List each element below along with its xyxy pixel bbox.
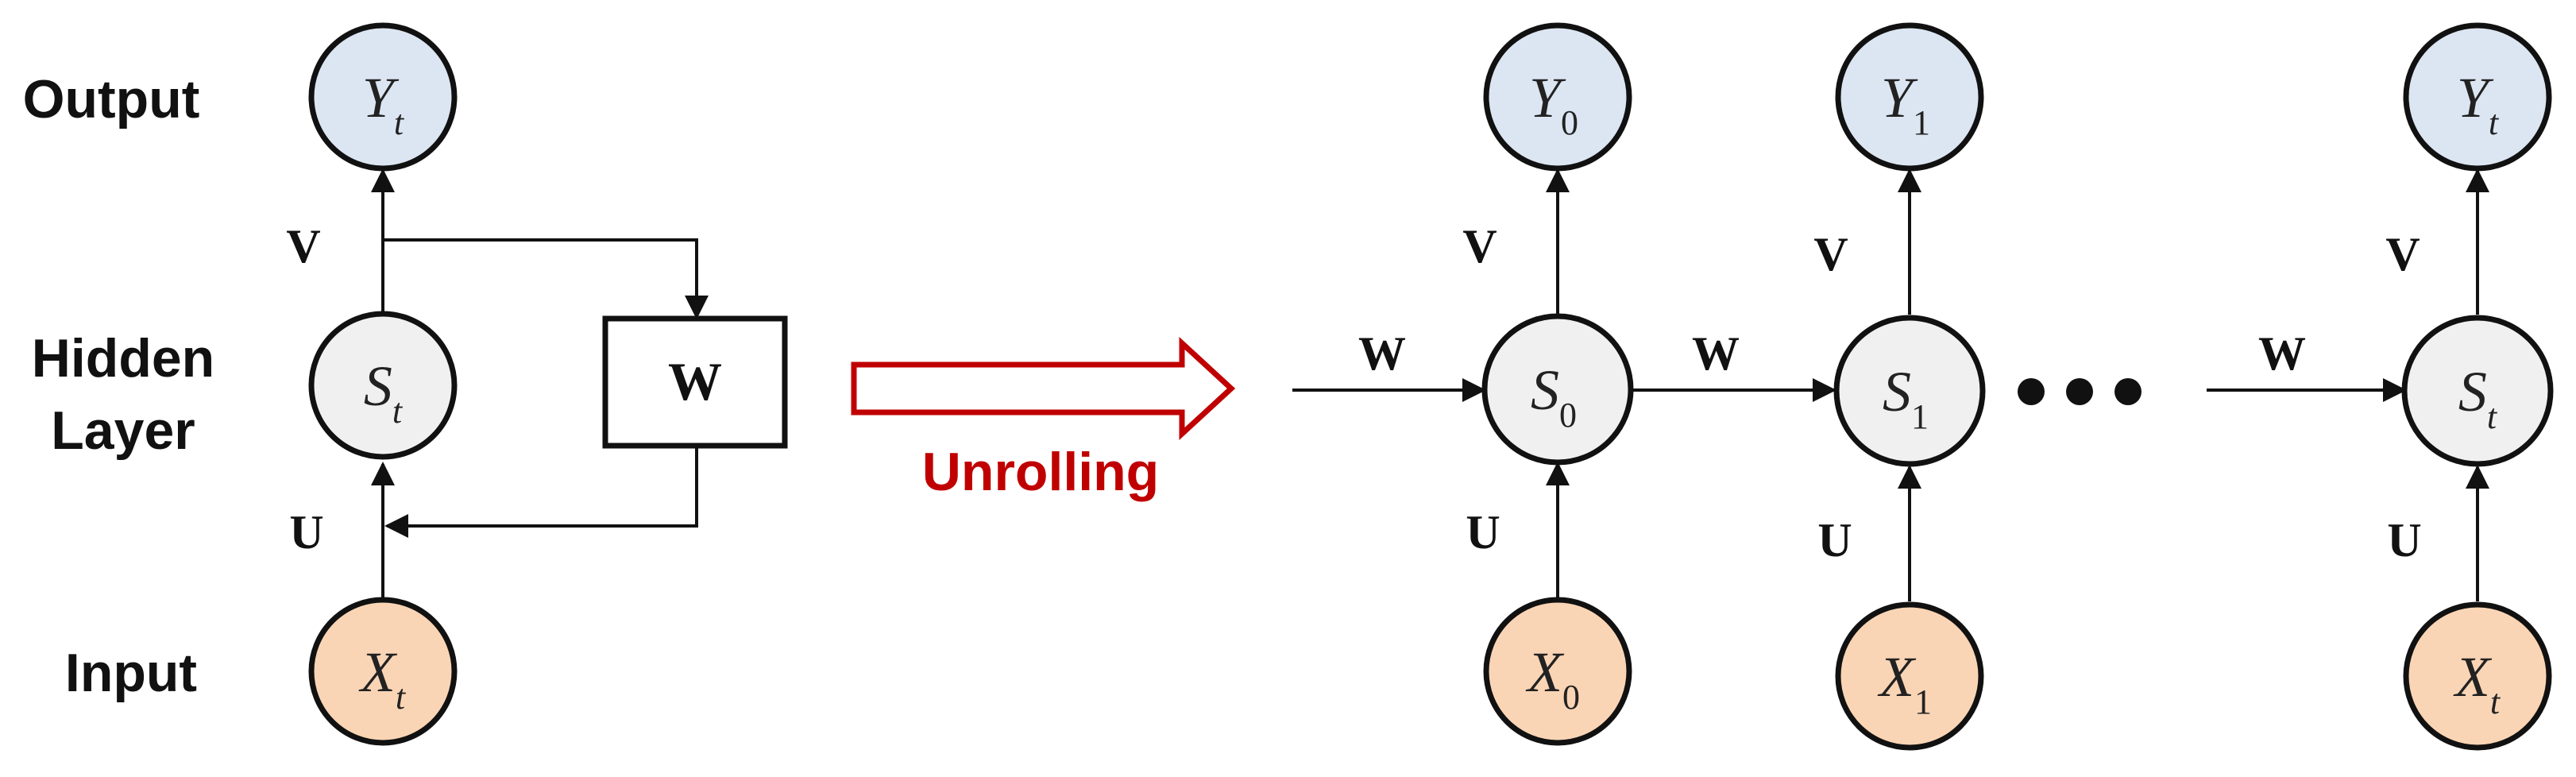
step0-hidden-sub: 0 xyxy=(1559,396,1577,435)
folded-hidden-sub: t xyxy=(392,392,404,431)
stept-input-node: Xt xyxy=(2403,601,2552,751)
folded-hidden-var: S xyxy=(364,354,392,418)
svg-text:S1: S1 xyxy=(1883,360,1929,436)
weight-box-label: W xyxy=(668,351,722,412)
label-u-step0: U xyxy=(1466,506,1500,559)
step1-hidden-var: S xyxy=(1883,360,1911,423)
step1-input-node: X1 xyxy=(1835,601,1984,751)
svg-text:St: St xyxy=(364,354,404,431)
row-label-input: Input xyxy=(65,643,197,703)
stept-output-node: Yt xyxy=(2403,22,2552,172)
label-v-stept: V xyxy=(2385,228,2420,280)
label-w-into-st: W xyxy=(2258,327,2306,380)
label-w-s0-s1: W xyxy=(1692,327,1740,380)
step0-input-sub: 0 xyxy=(1562,678,1580,717)
step0-output-node: Y0 xyxy=(1483,22,1632,172)
folded-label-v: V xyxy=(286,220,320,273)
folded-rnn xyxy=(371,168,788,597)
step0-input-var: X xyxy=(1525,640,1565,704)
step0-output-sub: 0 xyxy=(1561,103,1578,142)
svg-text:Xt: Xt xyxy=(2453,645,2501,721)
folded-hidden-node: St xyxy=(308,311,458,460)
stept-hidden-node: St xyxy=(2401,315,2554,467)
svg-text:Yt: Yt xyxy=(362,66,405,142)
stept-hidden-sub: t xyxy=(2487,397,2498,436)
label-u-step1: U xyxy=(1817,514,1852,566)
step1-output-var: Y xyxy=(1881,66,1918,130)
folded-output-var: Y xyxy=(362,66,400,130)
label-v-step1: V xyxy=(1813,228,1848,280)
stept-output-sub: t xyxy=(2489,103,2500,142)
folded-input-sub: t xyxy=(396,678,407,717)
stept-input-var: X xyxy=(2453,645,2493,709)
folded-recurrent-edge-out xyxy=(384,446,698,538)
folded-output-node: Yt xyxy=(308,22,458,172)
step0-hidden-node: S0 xyxy=(1481,313,1634,466)
svg-text:Yt: Yt xyxy=(2457,66,2500,142)
step0-output-var: Y xyxy=(1529,66,1566,130)
folded-input-var: X xyxy=(358,640,398,704)
stept-input-sub: t xyxy=(2490,682,2501,721)
weight-box-w xyxy=(602,315,788,449)
label-w-into-s0: W xyxy=(1358,327,1406,380)
row-label-hidden: Hidden xyxy=(32,328,214,388)
step1-output-node: Y1 xyxy=(1835,22,1984,172)
step1-input-var: X xyxy=(1877,645,1917,709)
svg-text:S0: S0 xyxy=(1531,358,1577,435)
step1-hidden-sub: 1 xyxy=(1911,397,1929,436)
svg-text:X1: X1 xyxy=(1877,645,1932,721)
folded-input-node: Xt xyxy=(308,597,458,746)
row-label-layer: Layer xyxy=(51,400,195,461)
step1-input-sub: 1 xyxy=(1914,682,1932,721)
step1-hidden-node: S1 xyxy=(1833,315,1986,467)
unrolling-label: Unrolling xyxy=(922,442,1159,502)
svg-text:Y1: Y1 xyxy=(1881,66,1930,142)
folded-recurrent-edge-in xyxy=(383,238,709,319)
ellipsis xyxy=(2018,378,2142,405)
step0-input-node: X0 xyxy=(1483,597,1632,746)
stept-hidden-var: S xyxy=(2458,360,2487,423)
label-u-stept: U xyxy=(2387,514,2421,566)
svg-text:Y0: Y0 xyxy=(1529,66,1578,142)
folded-label-u: U xyxy=(289,506,323,559)
unrolling-arrow xyxy=(851,337,1236,440)
svg-text:Xt: Xt xyxy=(358,640,407,717)
step0-hidden-var: S xyxy=(1531,358,1559,422)
unrolled-rnn xyxy=(1292,168,2489,601)
label-v-step0: V xyxy=(1462,220,1497,273)
svg-text:St: St xyxy=(2458,360,2498,436)
folded-output-sub: t xyxy=(394,103,405,142)
svg-text:X0: X0 xyxy=(1525,640,1580,717)
stept-output-var: Y xyxy=(2457,66,2494,130)
row-label-output: Output xyxy=(23,69,200,130)
step1-output-sub: 1 xyxy=(1913,103,1930,142)
